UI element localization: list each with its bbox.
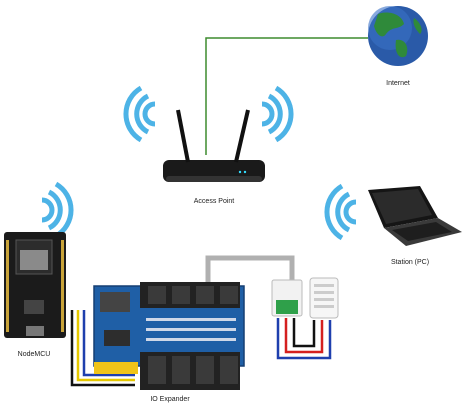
router-icon [163, 109, 265, 182]
router-internet-link [205, 37, 368, 155]
sensor-wires [276, 318, 332, 360]
globe-icon [368, 6, 428, 66]
wifi-icon [123, 85, 294, 143]
nodemcu-wifi-icon [41, 181, 74, 239]
nodemcu-expander-wires [70, 310, 135, 387]
station-label: Station (PC) [391, 259, 429, 266]
sensor-module [271, 277, 339, 319]
nodemcu-label: NodeMCU [18, 351, 51, 358]
laptop-wifi-icon [324, 183, 357, 241]
io-expander-label: IO Expander [150, 396, 190, 403]
expander-sensor-cable [205, 255, 295, 285]
io-expander-board [93, 282, 245, 390]
laptop-icon [368, 186, 462, 246]
access-point-label: Access Point [194, 198, 235, 205]
internet-label: Internet [386, 80, 410, 87]
nodemcu-board [4, 232, 66, 338]
